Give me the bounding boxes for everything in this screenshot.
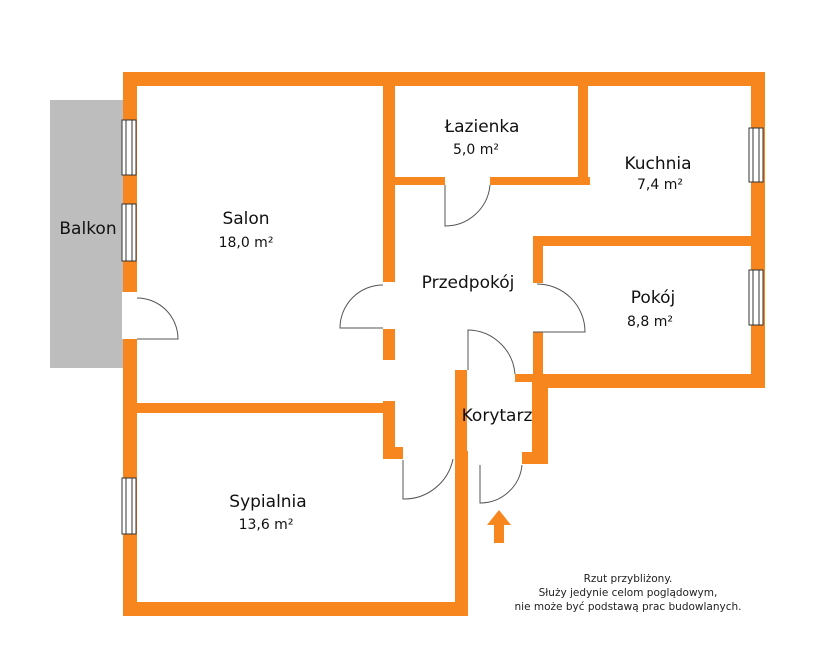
room-area-lazienka: 5,0 m² [453, 142, 499, 158]
door-salon [339, 284, 384, 329]
door-korytarz-upper [467, 329, 516, 375]
door-lazienka [444, 184, 491, 227]
room-label-lazienka: Łazienka [444, 117, 520, 137]
disclaimer-line-1: Rzut przybliżony. [583, 573, 673, 585]
door-entrance [479, 464, 523, 504]
room-area-sypialnia: 13,6 m² [239, 517, 294, 533]
room-area-kuchnia: 7,4 m² [637, 177, 683, 193]
windows [121, 119, 764, 535]
door-pokoj [533, 283, 586, 333]
door-balkon [136, 297, 179, 340]
room-area-salon: 18,0 m² [219, 235, 274, 251]
room-label-salon: Salon [222, 209, 269, 229]
window-pokoj [748, 269, 764, 326]
window-salon-lower [121, 203, 137, 262]
window-kuchnia [748, 127, 764, 183]
disclaimer-line-2: Służy jedynie celom poglądowym, [538, 587, 718, 599]
balcony-area [50, 100, 124, 368]
window-sypialnia [121, 477, 137, 535]
door-sypialnia [402, 458, 454, 500]
room-area-pokoj: 8,8 m² [627, 314, 673, 330]
window-salon-upper [121, 119, 137, 176]
room-label-sypialnia: Sypialnia [229, 492, 306, 512]
door-openings [122, 176, 544, 465]
disclaimer-note: Rzut przybliżony. Służy jedynie celom po… [488, 572, 768, 614]
up-arrow-icon [487, 510, 511, 543]
disclaimer-line-3: nie może być podstawą prac budowlanych. [514, 601, 742, 613]
door-swings [136, 184, 586, 504]
room-label-pokoj: Pokój [631, 288, 675, 308]
room-label-korytarz: Korytarz [462, 406, 533, 426]
room-label-balkon: Balkon [59, 219, 116, 239]
room-label-kuchnia: Kuchnia [624, 154, 691, 174]
room-label-przedpokoj: Przedpokój [422, 273, 515, 293]
